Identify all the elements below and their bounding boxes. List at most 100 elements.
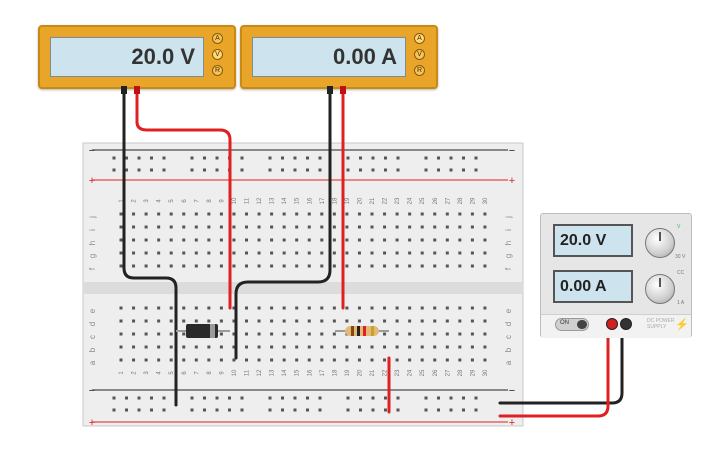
terminal-hole[interactable] [345,251,349,255]
terminal-hole[interactable] [194,212,198,216]
terminal-hole[interactable] [157,212,161,216]
terminal-hole[interactable] [383,225,387,229]
terminal-hole[interactable] [433,358,437,362]
terminal-hole[interactable] [408,345,412,349]
terminal-hole[interactable] [433,251,437,255]
terminal-hole[interactable] [458,251,462,255]
terminal-hole[interactable] [270,212,274,216]
rail-hole[interactable] [359,168,362,172]
terminal-hole[interactable] [207,225,211,229]
rail-hole[interactable] [112,396,116,400]
terminal-hole[interactable] [194,319,198,323]
terminal-hole[interactable] [420,251,424,255]
terminal-hole[interactable] [119,251,123,255]
terminal-hole[interactable] [132,251,136,255]
terminal-hole[interactable] [420,238,424,242]
terminal-hole[interactable] [282,264,286,268]
terminal-hole[interactable] [420,319,424,323]
terminal-hole[interactable] [157,319,161,323]
terminal-hole[interactable] [433,332,437,336]
terminal-hole[interactable] [345,264,349,268]
rail-hole[interactable] [384,156,387,160]
terminal-hole[interactable] [194,358,198,362]
terminal-hole[interactable] [232,332,236,336]
rail-hole[interactable] [396,396,400,400]
terminal-hole[interactable] [219,358,223,362]
terminal-hole[interactable] [483,251,487,255]
terminal-hole[interactable] [257,212,261,216]
terminal-hole[interactable] [408,264,412,268]
terminal-hole[interactable] [219,319,223,323]
rail-hole[interactable] [137,408,141,412]
rail-hole[interactable] [228,168,231,172]
rail-hole[interactable] [384,168,387,172]
terminal-hole[interactable] [445,251,449,255]
terminal-hole[interactable] [270,345,274,349]
voltmeter-ammeter-mode-button[interactable]: A [212,33,223,44]
rail-hole[interactable] [384,408,387,412]
terminal-hole[interactable] [245,319,248,323]
terminal-hole[interactable] [332,306,336,310]
terminal-hole[interactable] [119,319,123,323]
terminal-hole[interactable] [420,306,424,310]
terminal-hole[interactable] [357,238,361,242]
rail-hole[interactable] [371,396,375,400]
terminal-hole[interactable] [144,345,148,349]
terminal-hole[interactable] [458,332,462,336]
terminal-hole[interactable] [383,212,387,216]
terminal-hole[interactable] [270,306,274,310]
rail-hole[interactable] [424,168,428,172]
psu-voltage-knob[interactable] [645,228,675,258]
rail-hole[interactable] [215,408,219,412]
terminal-hole[interactable] [320,225,324,229]
rail-hole[interactable] [424,408,428,412]
terminal-hole[interactable] [395,264,399,268]
terminal-hole[interactable] [182,225,186,229]
terminal-hole[interactable] [245,238,248,242]
rail-hole[interactable] [346,156,350,160]
terminal-hole[interactable] [357,251,361,255]
terminal-hole[interactable] [357,345,361,349]
terminal-hole[interactable] [332,264,336,268]
terminal-hole[interactable] [420,225,424,229]
terminal-hole[interactable] [245,225,248,229]
terminal-hole[interactable] [132,238,136,242]
rail-hole[interactable] [137,396,141,400]
terminal-hole[interactable] [157,358,161,362]
terminal-hole[interactable] [470,332,474,336]
terminal-hole[interactable] [207,358,211,362]
terminal-hole[interactable] [395,238,399,242]
terminal-hole[interactable] [470,306,474,310]
terminal-hole[interactable] [245,251,248,255]
rail-hole[interactable] [346,396,350,400]
terminal-hole[interactable] [458,238,462,242]
terminal-hole[interactable] [433,212,437,216]
terminal-hole[interactable] [458,225,462,229]
rail-hole[interactable] [190,408,194,412]
rail-hole[interactable] [281,408,284,412]
terminal-hole[interactable] [219,238,223,242]
terminal-hole[interactable] [132,264,136,268]
terminal-hole[interactable] [420,332,424,336]
terminal-hole[interactable] [445,358,449,362]
terminal-hole[interactable] [144,306,148,310]
rail-hole[interactable] [268,156,272,160]
ammeter-ammeter-mode-button[interactable]: A [414,33,425,44]
rail-hole[interactable] [112,168,116,172]
terminal-hole[interactable] [132,212,136,216]
rail-hole[interactable] [112,408,116,412]
terminal-hole[interactable] [207,345,211,349]
terminal-hole[interactable] [307,238,311,242]
rail-hole[interactable] [474,156,478,160]
terminal-hole[interactable] [219,264,223,268]
terminal-hole[interactable] [445,225,449,229]
rail-hole[interactable] [293,156,297,160]
terminal-hole[interactable] [182,306,186,310]
terminal-hole[interactable] [307,345,311,349]
terminal-hole[interactable] [445,212,449,216]
terminal-hole[interactable] [144,225,148,229]
terminal-hole[interactable] [157,264,161,268]
terminal-hole[interactable] [332,332,336,336]
terminal-hole[interactable] [182,319,186,323]
